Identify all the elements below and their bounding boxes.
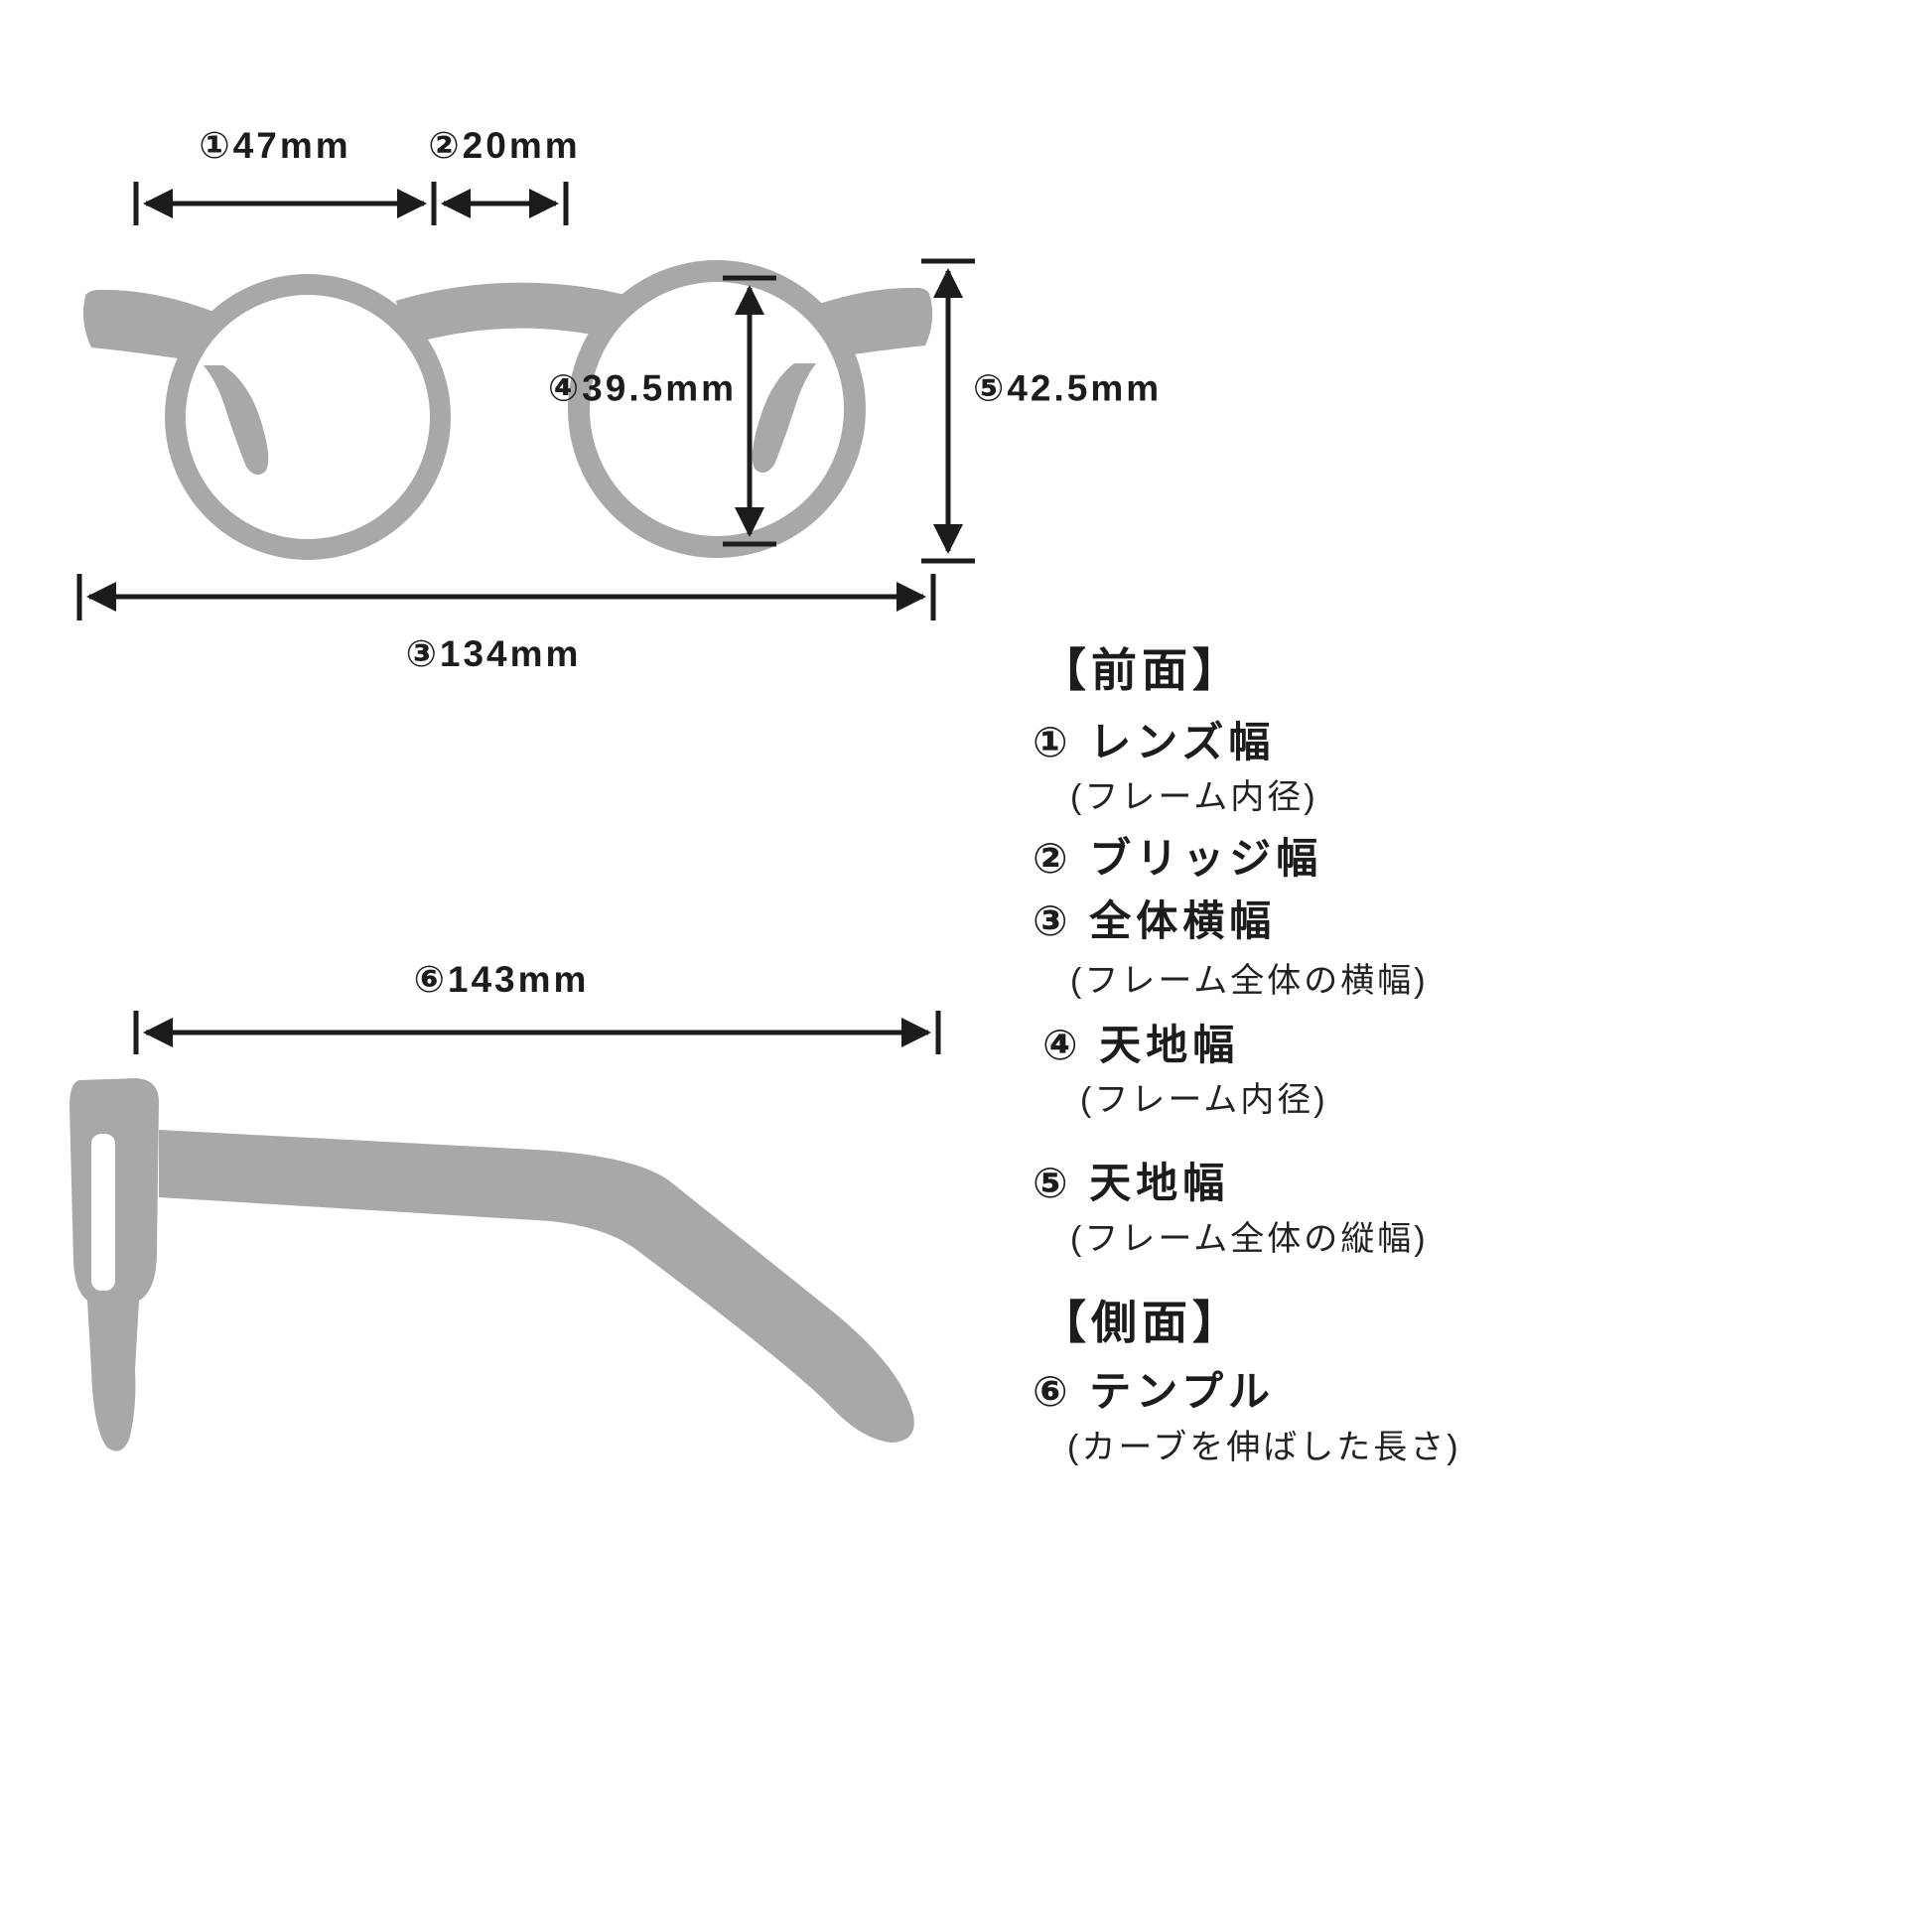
legend-note-lens-height: (フレーム内径) — [1080, 1081, 1328, 1119]
dim-total-width-label: ③134mm — [405, 633, 582, 674]
legend-note-frame-height: (フレーム全体の縦幅) — [1070, 1220, 1429, 1258]
side-lens-gap — [91, 1134, 115, 1291]
glasses-bridge — [395, 282, 628, 345]
glasses-front-silhouette — [83, 260, 933, 560]
dim-bridge-width-line — [441, 182, 569, 225]
glasses-left-lens — [186, 295, 430, 539]
legend-note-lens-width: (フレーム内径) — [1070, 778, 1318, 816]
dim-temple-length-line — [133, 1011, 941, 1054]
legend-item-lens-width: ① レンズ幅 — [1033, 719, 1276, 765]
legend-side-heading: 【側面】 — [1040, 1297, 1243, 1348]
dim-lens-width-line — [133, 182, 437, 225]
legend-item-total-width: ③ 全体横幅 — [1033, 897, 1277, 944]
dim-frame-height-label: ⑤42.5mm — [973, 367, 1163, 409]
dim-bridge-width-label: ②20mm — [428, 125, 581, 166]
legend-note-total-width: (フレーム全体の横幅) — [1070, 962, 1429, 1000]
legend-item-lens-height: ④ 天地幅 — [1042, 1022, 1240, 1068]
glasses-right-lens — [590, 282, 844, 536]
legend-item-bridge-width: ② ブリッジ幅 — [1033, 835, 1323, 882]
dim-lens-height-label: ④39.5mm — [547, 367, 737, 409]
legend-item-temple-length: ⑥ テンプル — [1033, 1368, 1275, 1415]
legend-front-heading: 【前面】 — [1040, 644, 1243, 696]
dim-lens-height-line — [723, 275, 776, 547]
dim-frame-height-line — [921, 258, 975, 564]
legend-item-frame-height: ⑤ 天地幅 — [1033, 1160, 1230, 1206]
glasses-side-silhouette — [69, 1078, 914, 1451]
dim-temple-length-label: ⑥143mm — [413, 959, 590, 1000]
dim-total-width-line — [76, 574, 936, 621]
legend-note-temple-length: (カーブを伸ばした長さ) — [1067, 1429, 1461, 1466]
side-temple-arm — [159, 1130, 914, 1443]
glasses-left-folded-temple — [204, 365, 269, 476]
dim-lens-width-label: ①47mm — [199, 125, 351, 166]
dimension-lines — [76, 182, 975, 1054]
glasses-right-folded-temple — [752, 363, 816, 474]
